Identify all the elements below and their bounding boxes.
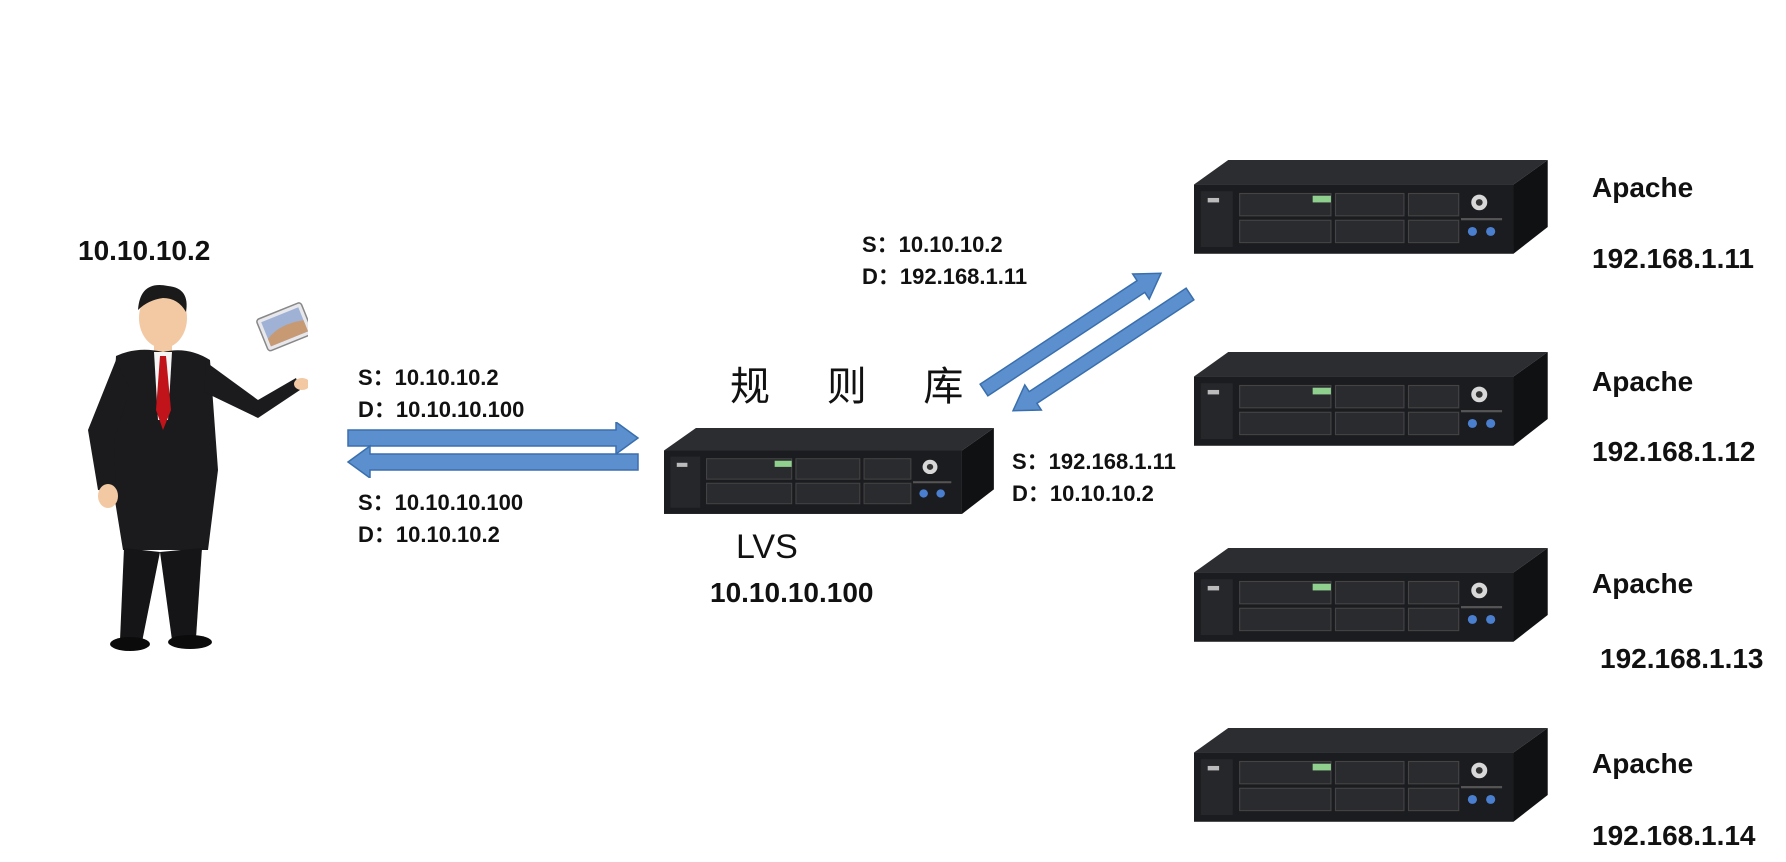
forward-source: S：10.10.10.2 (862, 232, 1003, 257)
backend-2-ip: 192.168.1.12 (1592, 436, 1756, 467)
backend-server-icon-3 (1193, 547, 1549, 643)
backend-3-ip: 192.168.1.13 (1600, 643, 1764, 674)
reply-source: S：10.10.10.100 (358, 490, 524, 515)
client-ip-label: 10.10.10.2 (78, 235, 211, 266)
backend-4-name: Apache (1592, 748, 1694, 779)
request-destination: D：10.10.10.100 (358, 397, 525, 422)
return-destination: D：10.10.10.2 (1012, 481, 1154, 506)
request-source: S：10.10.10.2 (358, 365, 499, 390)
forward-packet-label: S：10.10.10.2 D：192.168.1.11 (862, 229, 1027, 293)
reply-packet-label: S：10.10.10.100 D：10.10.10.2 (358, 487, 523, 551)
backend-1-ip: 192.168.1.11 (1592, 243, 1754, 274)
request-packet-label: S：10.10.10.2 D：10.10.10.100 (358, 362, 524, 426)
backend-2-name: Apache (1592, 366, 1694, 397)
arrow-up-right-icon (979, 272, 1163, 397)
backend-3-name: Apache (1592, 568, 1694, 599)
backend-server-icon-4 (1193, 727, 1549, 823)
backend-server-icon-2 (1193, 351, 1549, 447)
rule-base-label: 规 则 库 (730, 364, 986, 410)
backend-server-icon-1 (1193, 159, 1549, 255)
backend-4-ip: 192.168.1.14 (1592, 820, 1756, 851)
lvs-backend-arrows (979, 272, 1195, 412)
client-lvs-arrows (346, 422, 640, 478)
client-person-icon (88, 285, 308, 651)
lvs-name: LVS (736, 528, 798, 566)
return-packet-label: S：192.168.1.11 D：10.10.10.2 (1012, 446, 1176, 510)
forward-destination: D：192.168.1.11 (862, 264, 1028, 289)
backend-1-name: Apache (1592, 172, 1694, 203)
return-source: S：192.168.1.11 (1012, 449, 1176, 474)
arrow-left-icon (346, 444, 639, 478)
arrow-right-icon (347, 422, 640, 456)
reply-destination: D：10.10.10.2 (358, 522, 500, 547)
arrow-down-left-icon (1011, 287, 1195, 412)
lvs-ip: 10.10.10.100 (710, 577, 874, 608)
lvs-server-icon (663, 427, 995, 515)
